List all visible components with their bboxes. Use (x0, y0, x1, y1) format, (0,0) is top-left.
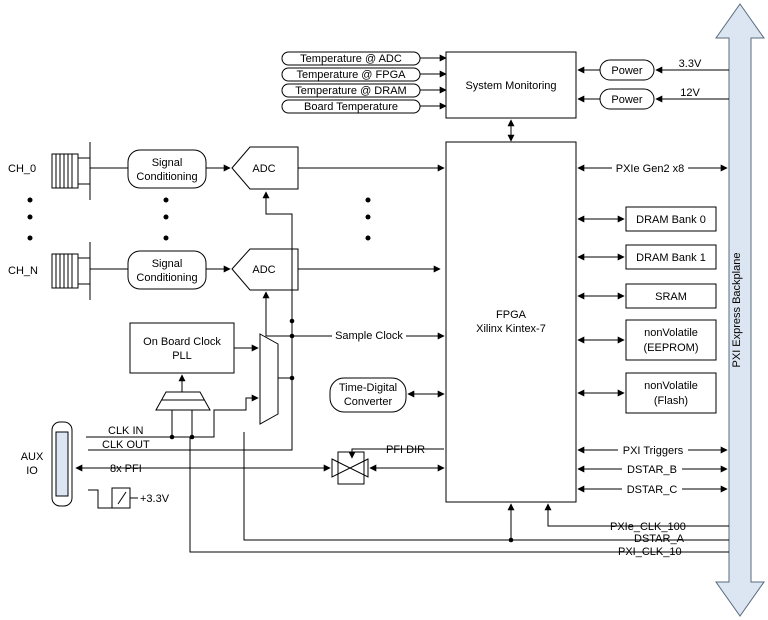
clock-mux (259, 333, 279, 425)
adc-ch0: ADC (231, 146, 299, 190)
svg-text:Signal: Signal (152, 258, 183, 270)
pfi-buffer (331, 451, 369, 485)
aux-label-2: IO (26, 465, 38, 477)
svg-text:System Monitoring: System Monitoring (465, 80, 556, 92)
svg-text:Temperature @ FPGA: Temperature @ FPGA (297, 69, 407, 81)
svg-text:Board Temperature: Board Temperature (304, 101, 398, 113)
temp-dram-pill: Temperature @ DRAM (281, 83, 421, 98)
svg-text:Xilinx Kintex-7: Xilinx Kintex-7 (476, 323, 546, 335)
pxi-triggers-label: PXI Triggers (623, 445, 684, 457)
channel-ellipsis (27, 197, 371, 241)
svg-text:(EEPROM): (EEPROM) (644, 342, 699, 354)
flash-block: nonVolatile (Flash) (625, 372, 717, 414)
svg-text:Power: Power (611, 65, 643, 77)
svg-text:Power: Power (611, 94, 643, 106)
svg-text:nonVolatile: nonVolatile (644, 327, 698, 339)
aux-3v3-label: +3.3V (140, 493, 170, 505)
clock-pll-block: On Board Clock PLL (129, 322, 235, 374)
sram-block: SRAM (625, 283, 717, 309)
dstar-b-label: DSTAR_B (627, 464, 677, 476)
svg-text:DRAM Bank 1: DRAM Bank 1 (636, 252, 706, 264)
backplane-bus (715, 3, 765, 617)
pfi-dir-label: PFI DIR (386, 444, 425, 456)
signal-conditioning-chn: Signal Conditioning (127, 250, 207, 290)
pxie-clk-100-label: PXIe_CLK_100 (610, 521, 686, 533)
ch0-connector (51, 142, 128, 200)
svg-text:Conditioning: Conditioning (136, 272, 197, 284)
svg-text:Temperature @ DRAM: Temperature @ DRAM (295, 85, 406, 97)
svg-text:(Flash): (Flash) (654, 395, 688, 407)
svg-text:On Board Clock: On Board Clock (143, 336, 221, 348)
svg-text:FPGA: FPGA (496, 309, 527, 321)
svg-text:Temperature @ ADC: Temperature @ ADC (300, 53, 402, 65)
svg-text:Time-Digital: Time-Digital (339, 382, 397, 394)
system-monitoring-block: System Monitoring (445, 51, 577, 119)
chn-connector (51, 242, 128, 300)
dram-bank0-block: DRAM Bank 0 (625, 206, 717, 232)
eeprom-block: nonVolatile (EEPROM) (625, 319, 717, 361)
svg-text:DRAM Bank 0: DRAM Bank 0 (636, 214, 706, 226)
pfi8-label: 8x PFI (110, 463, 142, 475)
tdc-block: Time-Digital Converter (329, 377, 407, 413)
backplane-label: PXI Express Backplane (731, 253, 743, 368)
clk-in-label: CLK IN (108, 425, 144, 437)
svg-text:PLL: PLL (172, 350, 192, 362)
aux-io-connector (51, 421, 73, 507)
power-block-3v3: Power (599, 59, 655, 81)
svg-text:Converter: Converter (344, 396, 393, 408)
dstar-c-label: DSTAR_C (627, 484, 678, 496)
svg-text:nonVolatile: nonVolatile (644, 380, 698, 392)
clk-out-label: CLK OUT (102, 439, 150, 451)
pxi-clk-10-label: PXI_CLK_10 (618, 546, 682, 558)
temp-fpga-pill: Temperature @ FPGA (281, 67, 421, 82)
v33-label: 3.3V (679, 58, 702, 70)
fpga-block: FPGA Xilinx Kintex-7 (445, 141, 577, 503)
svg-text:SRAM: SRAM (655, 291, 687, 303)
chn-label: CH_N (8, 265, 38, 277)
aux-label-1: AUX (21, 451, 44, 463)
temp-adc-pill: Temperature @ ADC (281, 51, 421, 66)
svg-text:ADC: ADC (252, 264, 275, 276)
dstar-a-label: DSTAR_A (634, 533, 685, 545)
clock-buffer (155, 391, 211, 411)
svg-text:ADC: ADC (252, 163, 275, 175)
board-temp-pill: Board Temperature (281, 99, 421, 114)
adc-chn: ADC (231, 248, 299, 291)
sample-clock-label: Sample Clock (335, 330, 403, 342)
signal-conditioning-ch0: Signal Conditioning (127, 149, 207, 189)
pxie-gen2-label: PXIe Gen2 x8 (616, 163, 685, 175)
dram-bank1-block: DRAM Bank 1 (625, 244, 717, 270)
svg-text:Conditioning: Conditioning (136, 171, 197, 183)
power-block-12v: Power (599, 88, 655, 110)
svg-text:Signal: Signal (152, 157, 183, 169)
ch0-label: CH_0 (8, 163, 36, 175)
v12-label: 12V (680, 87, 700, 99)
